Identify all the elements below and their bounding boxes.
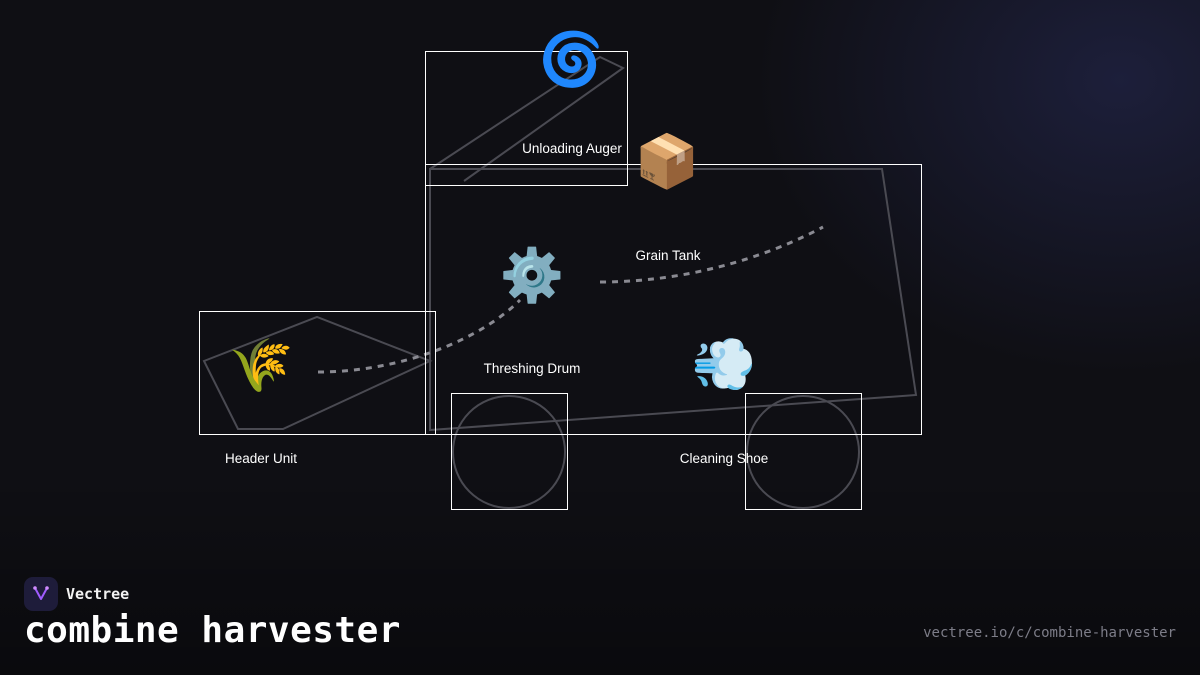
page-title: combine harvester (24, 610, 401, 651)
unloading-auger-label: Unloading Auger (522, 141, 622, 156)
gear-icon: ⚙️ (499, 246, 565, 306)
rear-wheel (746, 395, 860, 509)
header-unit-label: Header Unit (224, 451, 298, 466)
body-outline (429, 168, 918, 432)
package-icon: 📦 (634, 132, 700, 192)
grain-tank-label: Grain Tank (635, 248, 701, 263)
cleaning-shoe-label: Cleaning Shoe (679, 451, 769, 466)
flow-drum-to-tank (599, 225, 824, 284)
brand-name: Vectree (66, 585, 130, 603)
wheat-icon: 🌾 (228, 336, 294, 396)
front-wheel (452, 395, 566, 509)
flow-header-to-drum (317, 298, 522, 374)
threshing-drum-label: Threshing Drum (483, 361, 581, 376)
front-wheel-box (451, 393, 568, 510)
header-outline (202, 315, 433, 430)
cyclone-icon: 🌀 (538, 30, 604, 90)
auger-box (425, 51, 628, 186)
wind-icon: 💨 (691, 335, 757, 395)
auger-outline (429, 55, 625, 182)
rear-wheel-box (745, 393, 862, 510)
brand: Vectree (24, 577, 129, 611)
header-unit-box (199, 311, 436, 435)
vectree-logo-icon (24, 577, 58, 611)
source-url[interactable]: vectree.io/c/combine-harvester (923, 625, 1176, 641)
body-box (425, 164, 922, 435)
